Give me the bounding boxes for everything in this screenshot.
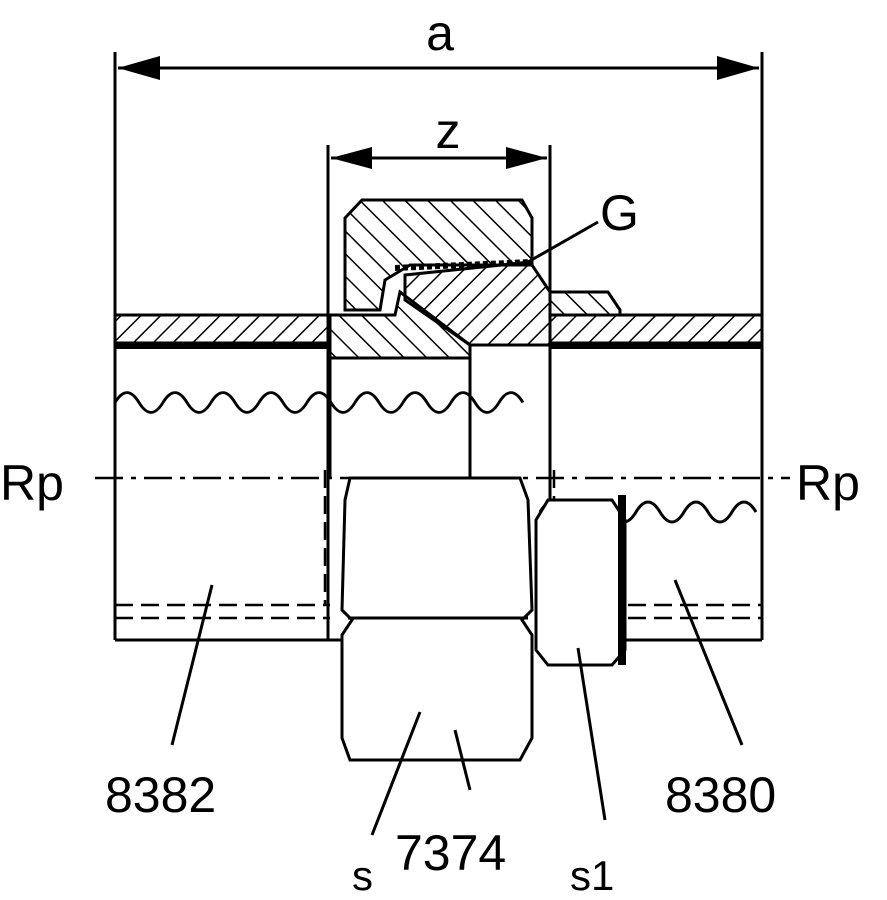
wrench-size-s: s bbox=[352, 852, 373, 899]
pipe-wall-right bbox=[548, 313, 764, 349]
dim-a-label: a bbox=[426, 5, 454, 61]
hex-s1 bbox=[534, 495, 627, 667]
right-collar-section bbox=[548, 290, 622, 317]
dim-z-label: z bbox=[436, 103, 461, 159]
part-number-7374: 7374 bbox=[395, 825, 506, 881]
part-number-8380: 8380 bbox=[665, 767, 776, 823]
thread-g-leader bbox=[527, 220, 599, 264]
part-leaders bbox=[170, 579, 744, 836]
dimension-a bbox=[113, 52, 764, 340]
rp-right-label: Rp bbox=[796, 455, 860, 511]
pipe-wall-left bbox=[113, 313, 332, 349]
hex-nut-7374 bbox=[340, 476, 534, 762]
thread-g-label: G bbox=[600, 185, 639, 241]
part-number-8382: 8382 bbox=[105, 767, 216, 823]
rp-left-label: Rp bbox=[0, 455, 64, 511]
wrench-size-s1: s1 bbox=[570, 852, 614, 899]
break-line-left bbox=[113, 391, 525, 414]
